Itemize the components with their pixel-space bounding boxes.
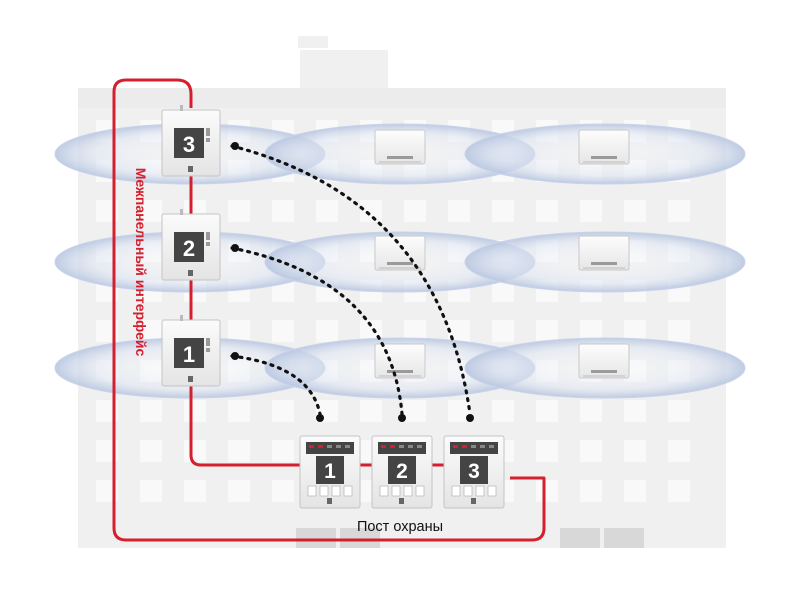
station-panels: 1 2 3 bbox=[299, 435, 505, 509]
fire-panel-icon bbox=[460, 456, 488, 484]
wireless-detector-icon bbox=[374, 235, 426, 271]
floor-panel-number: 3 bbox=[183, 132, 195, 157]
fire-panel-icon bbox=[388, 456, 416, 484]
wireless-detector-icon bbox=[578, 129, 630, 165]
station-panel-number: 3 bbox=[468, 460, 480, 483]
fire-panel-icon bbox=[174, 128, 204, 158]
floor-panel-3: 3 bbox=[161, 105, 221, 177]
link-floor-2 bbox=[230, 246, 404, 416]
floor-panel-1: 1 bbox=[161, 315, 221, 387]
fire-panel-icon bbox=[174, 232, 204, 262]
wireless-detector-icon bbox=[578, 235, 630, 271]
interface-label: Межпанельный интерфейс bbox=[133, 168, 149, 357]
station-panel-2: 2 bbox=[371, 435, 433, 509]
floor-panel-number: 2 bbox=[183, 236, 195, 261]
station-panel-3: 3 bbox=[443, 435, 505, 509]
fire-panel-icon bbox=[316, 456, 344, 484]
dotted-links bbox=[230, 144, 472, 416]
floor-panels: 3 2 1 bbox=[161, 105, 221, 387]
link-endpoints bbox=[231, 142, 474, 422]
station-panel-number: 1 bbox=[324, 460, 336, 483]
station-panel-1: 1 bbox=[299, 435, 361, 509]
station-panel-number: 2 bbox=[396, 460, 408, 483]
fire-panel-icon bbox=[174, 338, 204, 368]
floor-panel-number: 1 bbox=[183, 342, 195, 367]
wireless-detector-icon bbox=[374, 129, 426, 165]
wireless-detectors bbox=[374, 129, 630, 379]
wireless-detector-icon bbox=[374, 343, 426, 379]
wireless-detector-icon bbox=[578, 343, 630, 379]
floor-panel-2: 2 bbox=[161, 209, 221, 281]
link-floor-3 bbox=[230, 144, 472, 416]
guard-post-label: Пост охраны bbox=[357, 519, 443, 535]
link-floor-1 bbox=[230, 354, 322, 416]
